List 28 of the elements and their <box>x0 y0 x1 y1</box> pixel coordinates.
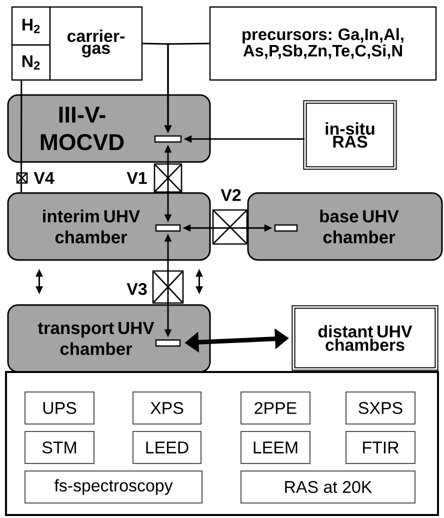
chamber-box: transport UHV chamber <box>7 304 211 373</box>
technique-box: STM <box>24 431 94 464</box>
sample-holder <box>155 339 181 347</box>
instrument-box: in-situ RAS <box>303 100 397 170</box>
technique-box: SXPS <box>346 392 416 424</box>
label-box: N$_{2}$ <box>11 44 51 81</box>
technique-box: fs-spectroscopy <box>24 470 202 504</box>
chamber-box: base UHV chamber <box>247 192 443 261</box>
chamber-box: interim UHV chamber <box>7 192 211 261</box>
technique-box: RAS at 20K <box>240 470 416 504</box>
analysis-frame <box>5 371 439 516</box>
technique-box: LEEM <box>240 431 310 464</box>
technique-box: 2PPE <box>240 392 310 424</box>
sample-holder <box>274 224 298 232</box>
valve-label: V2 <box>220 189 241 201</box>
label-box: precursors: Ga,In,Al, As,P,Sb,Zn,Te,C,Si,N <box>209 6 437 81</box>
technique-box: UPS <box>24 392 94 424</box>
sample-holder <box>155 224 181 232</box>
technique-box: FTIR <box>346 431 416 464</box>
valve-label: V3 <box>126 283 147 295</box>
label-box: H$_{2}$ <box>11 6 51 46</box>
chamber-box: III-V-MOCVD <box>7 94 211 163</box>
valve-label: V4 <box>34 172 54 184</box>
sample-holder <box>154 135 182 143</box>
technique-box: XPS <box>132 392 202 424</box>
valve-label: V1 <box>126 172 147 184</box>
instrument-box: distant UHV chambers <box>292 305 438 371</box>
technique-box: LEED <box>132 431 202 464</box>
